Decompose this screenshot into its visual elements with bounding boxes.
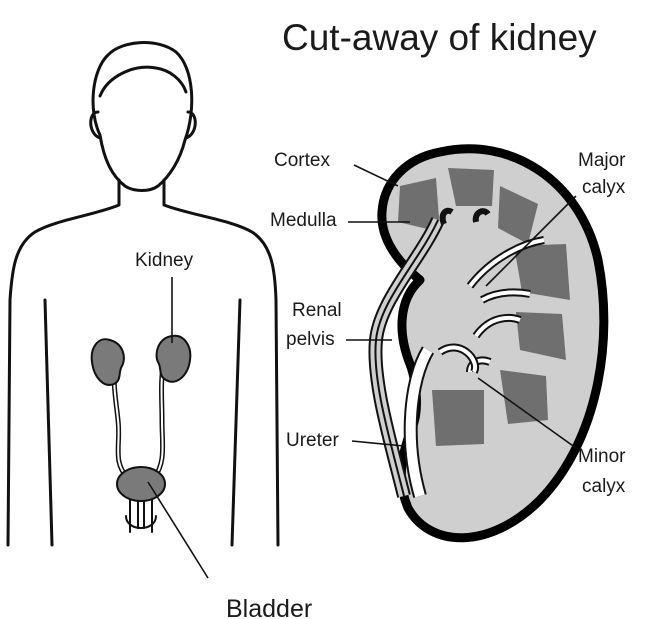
renal-pelvis-label-line2: pelvis — [286, 329, 335, 350]
diagram-title: Cut-away of kidney — [282, 17, 597, 58]
minor-calyx-label-line2: calyx — [582, 476, 626, 497]
cortex-label: Cortex — [274, 150, 330, 171]
renal-pelvis-label-line1: Renal — [292, 300, 342, 321]
right-kidney — [157, 336, 191, 382]
bladder — [117, 467, 165, 501]
major-calyx-label-line2: calyx — [582, 177, 626, 198]
kidney-label: Kidney — [135, 250, 194, 271]
bladder-leader — [148, 482, 208, 578]
medulla-label: Medulla — [270, 210, 337, 231]
urinary-system — [92, 336, 191, 532]
major-calyx-label-line1: Major — [578, 150, 626, 171]
minor-calyx-label-line1: Minor — [578, 446, 626, 467]
ureter-label: Ureter — [286, 430, 339, 451]
left-kidney — [92, 339, 124, 385]
bladder-label: Bladder — [226, 595, 312, 619]
